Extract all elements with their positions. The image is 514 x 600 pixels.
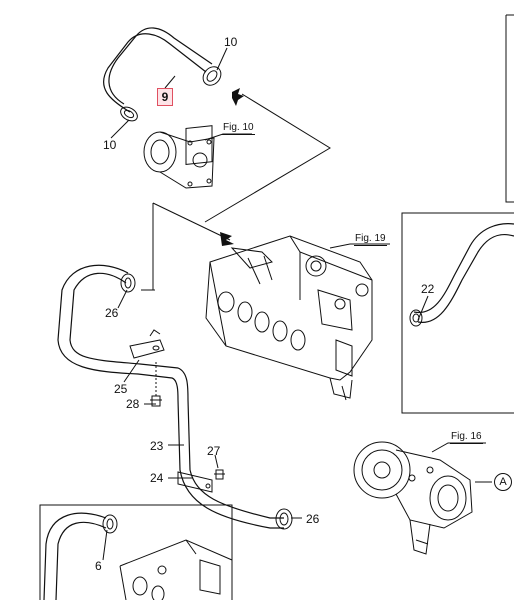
callout-10-top: 10 [224, 35, 238, 49]
leader-fig19 [329, 243, 390, 249]
clamp-24 [177, 471, 213, 493]
detail-frame-top-right [505, 14, 514, 203]
fig-ref-19[interactable]: Fig. 19 [354, 233, 387, 246]
bolt-28 [150, 362, 162, 407]
hose-22 [413, 223, 514, 323]
hose-6 [43, 512, 107, 600]
callout-26-top: 26 [105, 306, 119, 320]
detail-marker-a[interactable]: A [494, 473, 512, 491]
clamp-10-left [120, 106, 138, 122]
leader-10-left [110, 119, 130, 139]
callout-24: 24 [150, 471, 164, 485]
clamp-26-top [120, 273, 136, 293]
leader-bracket-top [152, 202, 231, 241]
bracket-25 [129, 329, 165, 359]
leader-6 [102, 529, 108, 561]
leader-10-top [216, 47, 228, 71]
bolt-27 [214, 469, 225, 480]
leader-9-hose [164, 75, 176, 89]
clamp-22 [409, 309, 423, 327]
callout-6: 6 [95, 559, 102, 573]
callout-25: 25 [114, 382, 128, 396]
clamp-6 [102, 514, 118, 534]
leader-diag-top [141, 203, 155, 291]
leader-fig16 [431, 442, 486, 453]
engine-head-small [119, 539, 233, 600]
flow-arrow-top [232, 88, 244, 106]
water-pump [353, 441, 473, 555]
leader-arrow-top [204, 93, 331, 223]
leader-22 [417, 295, 429, 321]
callout-23: 23 [150, 439, 164, 453]
hose-9 [103, 27, 213, 113]
leader-27 [214, 454, 219, 469]
detail-frame-mid-right [401, 212, 514, 414]
fig-ref-16[interactable]: Fig. 16 [450, 431, 483, 444]
hose-23 [57, 264, 284, 529]
callout-27: 27 [207, 444, 221, 458]
detail-frame-bottom-left [39, 504, 233, 600]
callout-22: 22 [421, 282, 435, 296]
flange-fitting [143, 125, 215, 189]
callout-10-left: 10 [103, 138, 117, 152]
engine-head [205, 235, 373, 401]
flow-arrow-mid [220, 232, 234, 246]
callout-28: 28 [126, 397, 140, 411]
leader-26-top [117, 289, 128, 309]
clamp-26-bottom [275, 508, 293, 530]
callout-26-bottom: 26 [306, 512, 320, 526]
callout-9-highlighted[interactable]: 9 [157, 88, 173, 106]
fig-ref-10[interactable]: Fig. 10 [222, 122, 255, 135]
clamp-10-top [202, 66, 222, 86]
